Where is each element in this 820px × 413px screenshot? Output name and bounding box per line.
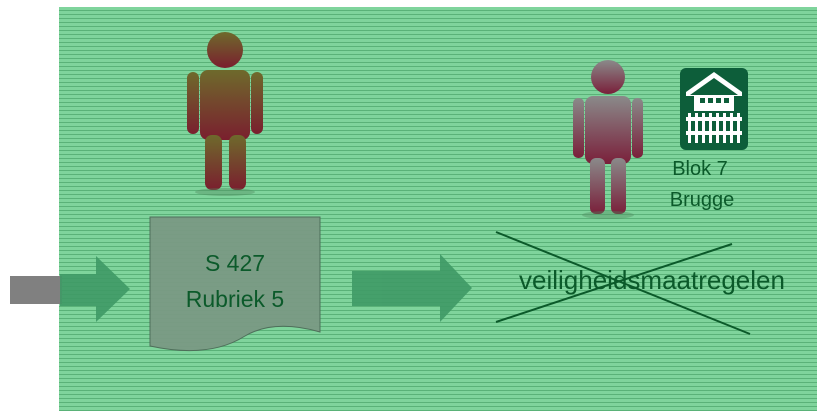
document-icon: [149, 216, 321, 351]
document-section-label: Rubriek 5: [185, 286, 285, 312]
strike-cross: [495, 231, 751, 335]
address-line-2: Brugge: [669, 189, 735, 211]
arrow-icon: [60, 256, 130, 322]
struck-out-label: veiligheidsmaatregelen: [519, 265, 785, 295]
document-code-label: S 427: [204, 250, 266, 276]
arrow-icon: [352, 254, 472, 322]
address-line-1: Blok 7: [672, 158, 728, 180]
house-icon: [680, 68, 748, 150]
person-icon: [187, 32, 263, 190]
person-icon: [573, 60, 643, 214]
entry-arrow-icon: [10, 276, 62, 304]
